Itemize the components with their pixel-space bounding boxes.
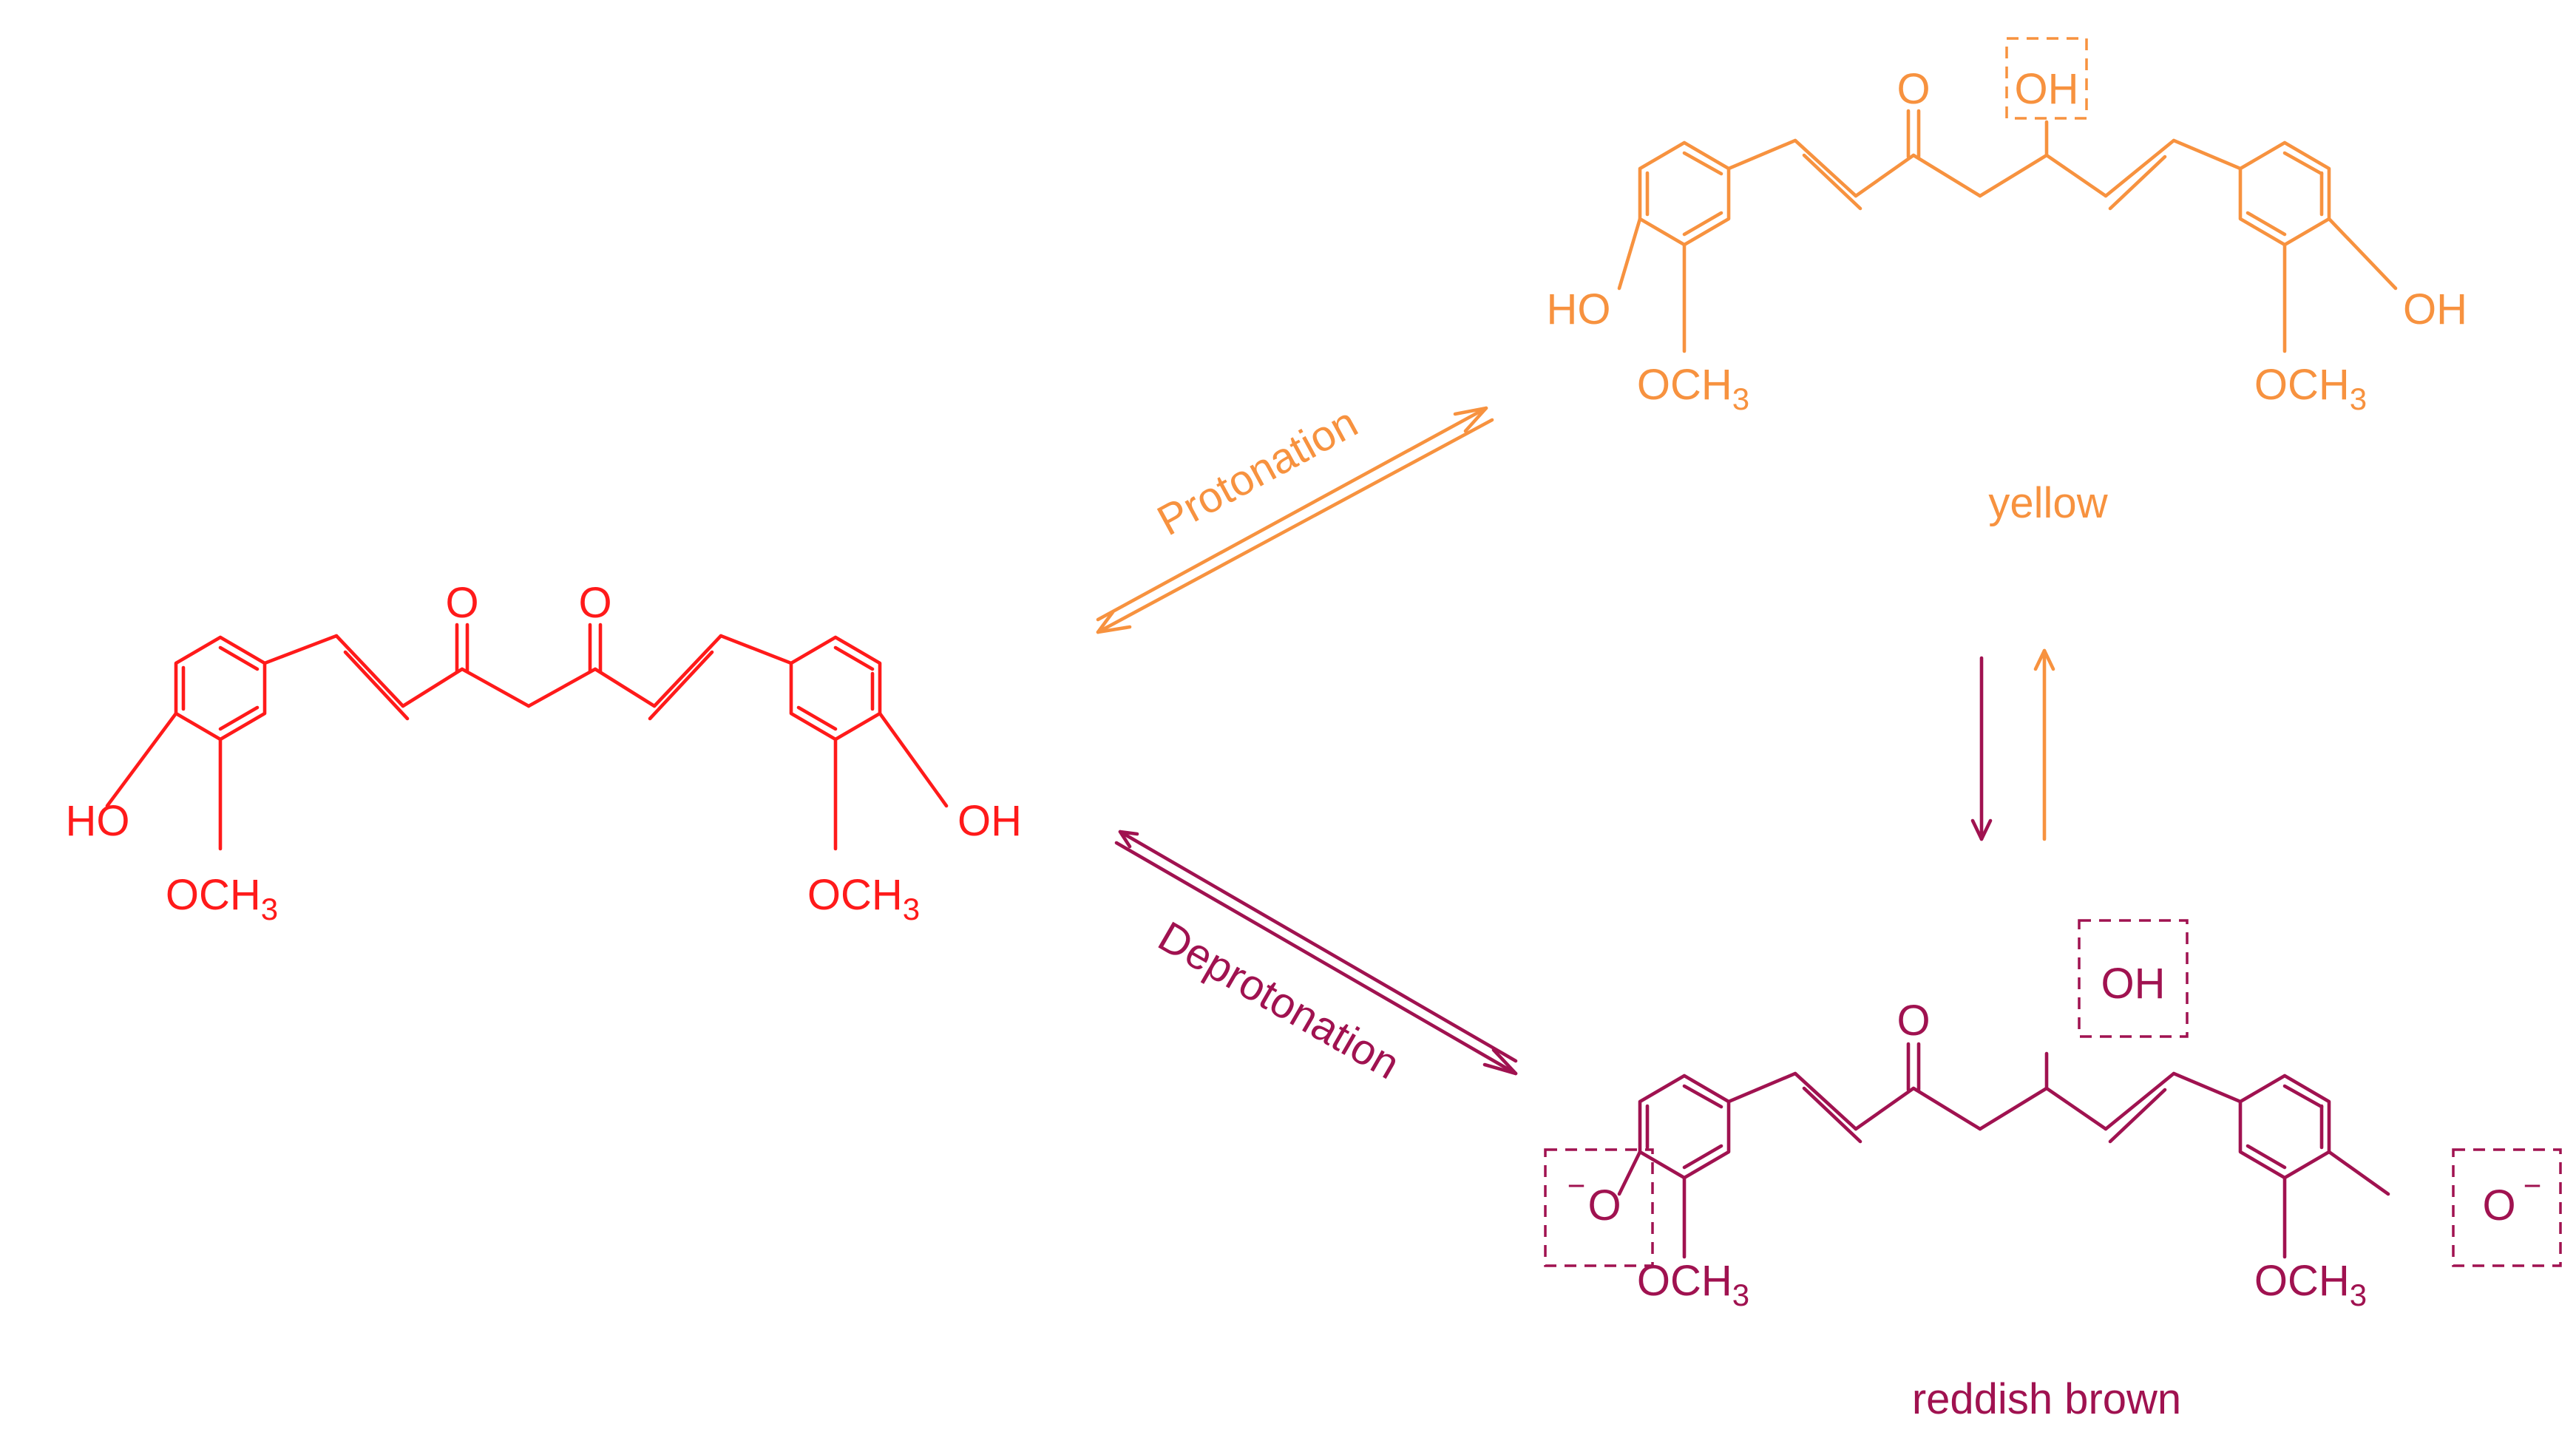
center-molecule bbox=[105, 623, 949, 851]
bottom-methoxy-left: OCH3 bbox=[1637, 1257, 1749, 1312]
center-methoxy-left: OCH3 bbox=[166, 871, 278, 926]
yellow-label: yellow bbox=[1988, 479, 2108, 527]
bottom-ketone-oxygen: O bbox=[1897, 997, 1930, 1045]
top-enol-hydroxyl: OH bbox=[2015, 65, 2079, 113]
reddish-brown-label: reddish brown bbox=[1912, 1375, 2181, 1423]
top-molecule-atoms: O OH HO OH OCH3 OCH3 yellow bbox=[1547, 65, 2468, 527]
top-molecule bbox=[1617, 109, 2398, 353]
top-ketone-oxygen: O bbox=[1897, 65, 1930, 113]
top-hydroxyl-right: OH bbox=[2403, 285, 2467, 333]
bottom-charge-right: − bbox=[2524, 1168, 2542, 1203]
top-hydroxyl-left: HO bbox=[1547, 285, 1611, 333]
bottom-enol-highlight-box bbox=[2078, 919, 2189, 1038]
center-ketone-oxygen-2: O bbox=[578, 579, 611, 627]
top-enol-highlight-box bbox=[2005, 37, 2088, 120]
bottom-enol-hydroxyl: OH bbox=[2101, 960, 2166, 1008]
bottom-methoxy-right: OCH3 bbox=[2254, 1257, 2367, 1312]
deprotonation-equilibrium-arrow bbox=[1114, 830, 1518, 1076]
center-ketone-oxygen-1: O bbox=[445, 579, 478, 627]
bottom-phenolate-right: O bbox=[2482, 1181, 2515, 1230]
center-molecule-atoms: O O HO OH OCH3 OCH3 bbox=[66, 579, 1023, 926]
protonation-equilibrium-arrow bbox=[1096, 406, 1494, 634]
top-methoxy-left: OCH3 bbox=[1637, 361, 1749, 416]
deprotonation-label: Deprotonation bbox=[1150, 912, 1408, 1088]
center-methoxy-right: OCH3 bbox=[807, 871, 920, 926]
bottom-charge-left: − bbox=[1567, 1168, 1586, 1203]
bottom-phenolate-right-box bbox=[2452, 1148, 2562, 1267]
bottom-phenolate-left-box bbox=[1544, 1148, 1654, 1267]
bottom-molecule-atoms: O OH O − O − OCH3 OCH3 reddish brown bbox=[1567, 960, 2542, 1423]
center-hydroxyl-right: OH bbox=[957, 797, 1022, 845]
top-methoxy-right: OCH3 bbox=[2254, 361, 2367, 416]
bottom-phenolate-left: O bbox=[1587, 1181, 1621, 1230]
protonation-label: Protonation bbox=[1150, 398, 1366, 546]
vertical-equilibrium-arrows bbox=[1970, 648, 2055, 841]
center-hydroxyl-left: HO bbox=[66, 797, 130, 845]
bottom-molecule bbox=[1617, 1042, 2390, 1259]
bottom-highlight-boxes bbox=[1544, 919, 2562, 1267]
